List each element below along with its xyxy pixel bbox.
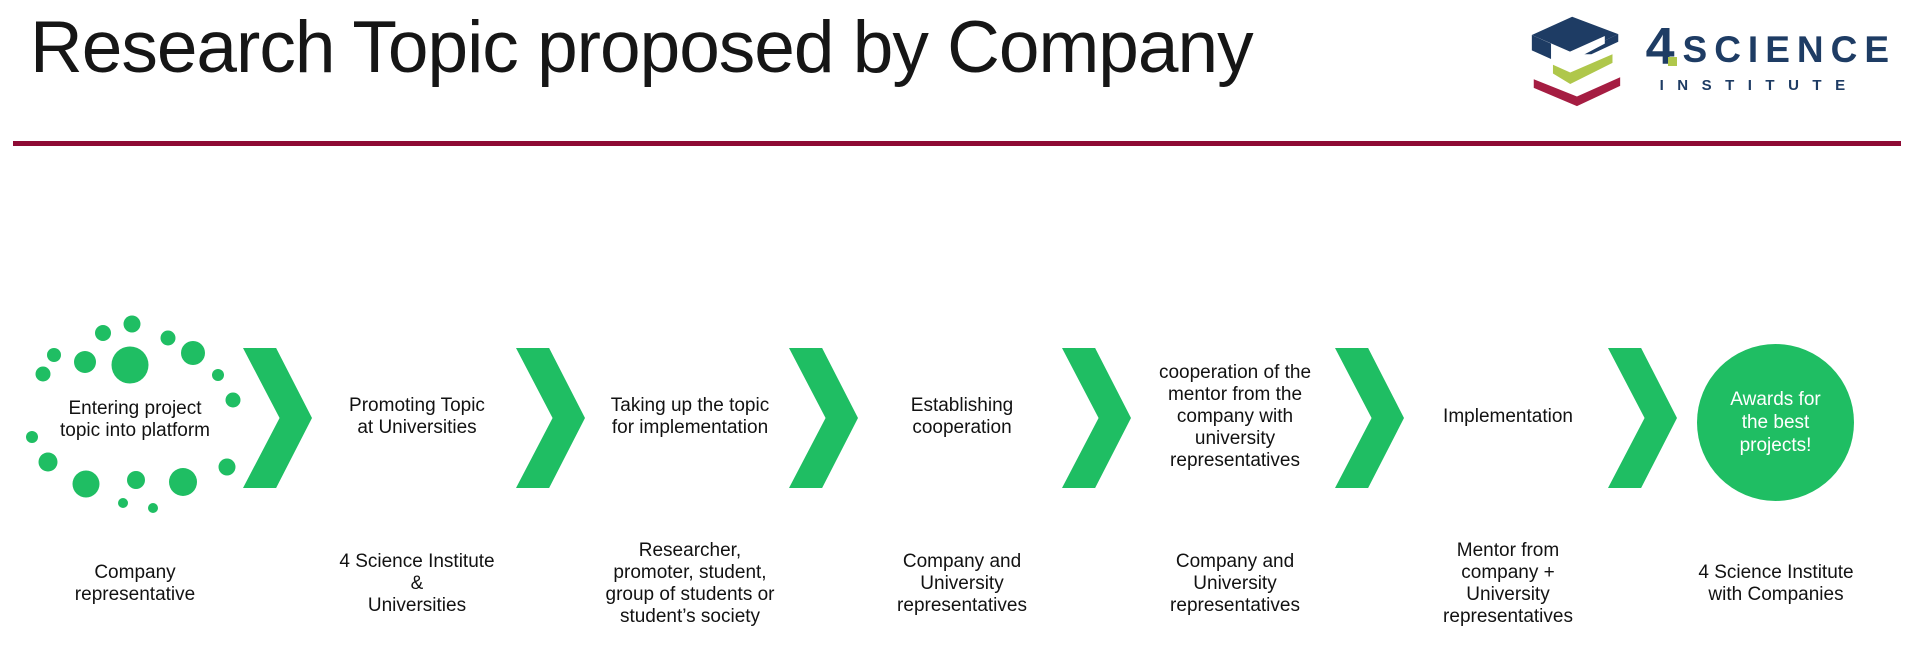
step-sublabel-1: Company representative	[74, 562, 196, 605]
step-sublabel-4: Company and University representatives	[897, 551, 1027, 616]
logo-number: 4	[1645, 17, 1677, 76]
step-sublabel-3: Researcher, promoter, student, group of …	[605, 540, 775, 627]
logo-mark-icon	[1531, 16, 1620, 107]
step-sublabel-6: Mentor from company + University represe…	[1443, 540, 1573, 627]
step-label-4: Establishing cooperation	[910, 395, 1014, 438]
award-circle: Awards for the best projects!	[1697, 344, 1854, 501]
logo-name: SCIENCE	[1682, 29, 1896, 71]
logo-text: 4 SCIENCE INSTITUTE	[1645, 17, 1896, 95]
step-sublabel-5: Company and University representatives	[1170, 551, 1300, 616]
title-divider	[13, 141, 1901, 146]
logo-subtitle: INSTITUTE	[1659, 77, 1859, 95]
step-label-7: Awards for the best projects!	[1730, 389, 1821, 456]
step-sublabel-7: 4 Science Institute with Companies	[1698, 562, 1854, 605]
step-label-1: Entering project topic into platform	[60, 398, 210, 441]
step-label-2: Promoting Topic at Universities	[349, 395, 485, 438]
page-title: Research Topic proposed by Company	[30, 7, 1254, 88]
step-sublabel-2: 4 Science Institute & Universities	[339, 551, 495, 616]
step-label-6: Implementation	[1443, 406, 1573, 427]
brand-logo: 4 SCIENCE INSTITUTE	[1524, 12, 1896, 108]
step-label-5: cooperation of the mentor from the compa…	[1158, 362, 1312, 471]
dotted-circle-shape	[26, 315, 241, 513]
step-label-3: Taking up the topic for implementation	[610, 395, 770, 438]
